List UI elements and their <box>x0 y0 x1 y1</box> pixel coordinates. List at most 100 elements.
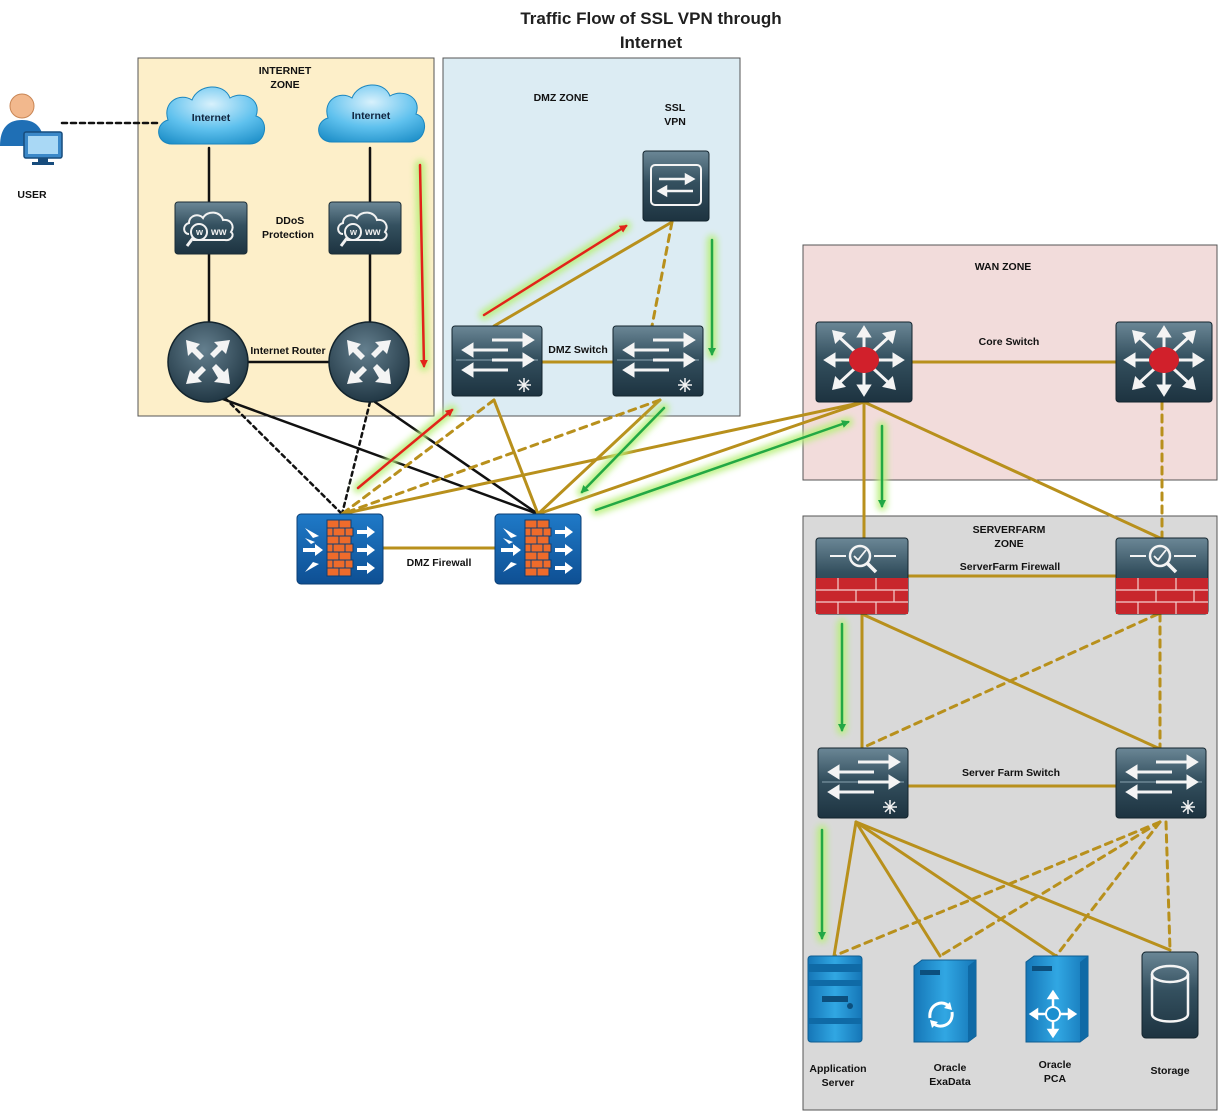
internet-cloud-2-label: Internet <box>352 110 391 122</box>
request-arrow-to-sslvpn <box>482 224 628 317</box>
core-switch-1[interactable] <box>814 320 914 404</box>
link-fw2-core1 <box>536 400 866 516</box>
link-router1-fw2 <box>218 396 540 516</box>
dmz-firewall-label: DMZ Firewall <box>407 557 472 569</box>
link-sfsw1-appserver <box>832 820 858 958</box>
user-with-monitor-icon[interactable] <box>0 93 63 165</box>
internet-cloud-2[interactable] <box>318 84 425 143</box>
firewall-icon <box>494 513 582 585</box>
internet-cloud-1[interactable] <box>158 86 265 145</box>
core-switch-icon <box>1114 320 1214 404</box>
link-router2-fw2 <box>373 400 540 516</box>
serverfarm-firewall-1[interactable] <box>814 536 910 616</box>
ddos-protection-1[interactable] <box>173 200 249 256</box>
link-sslvpn-dmzsw2 <box>650 220 674 328</box>
server-farm-switch-2[interactable] <box>1114 746 1208 820</box>
storage-icon <box>1141 951 1199 1039</box>
firewall-inspection-icon <box>1114 536 1210 616</box>
request-arrow-internet <box>418 163 428 368</box>
oracle-pca-label-line2: PCA <box>1044 1073 1067 1085</box>
core-switch-icon <box>814 320 914 404</box>
application-server-label-line1: Application <box>809 1063 866 1075</box>
user-label: USER <box>17 189 47 201</box>
link-dmzsw1-fw1 <box>340 398 496 516</box>
firewall-inspection-icon <box>814 536 910 616</box>
link-core1-sffw2 <box>862 400 1162 540</box>
serverfarm-firewall-label: ServerFarm Firewall <box>960 561 1060 573</box>
www-cloud-icon <box>173 200 249 256</box>
link-sfsw2-pca <box>1054 820 1162 958</box>
ddos-protection-2[interactable] <box>327 200 403 256</box>
dmz-firewall-2[interactable] <box>494 513 582 585</box>
link-router1-fw1 <box>223 396 344 516</box>
cloud-icon <box>318 84 425 143</box>
link-sfsw1-exadata <box>854 820 942 958</box>
internet-cloud-1-label: Internet <box>192 112 231 124</box>
traffic-flow-layer <box>353 160 887 943</box>
dmz-firewall-1[interactable] <box>296 513 384 585</box>
oracle-exadata-label-line1: Oracle <box>934 1062 967 1074</box>
oracle-exadata-label-line2: ExaData <box>929 1076 971 1088</box>
oracle-pca-icon <box>1025 955 1089 1043</box>
ddos-label-line2: Protection <box>262 229 314 241</box>
internet-router-1[interactable] <box>167 321 249 403</box>
switch-icon <box>1114 746 1208 820</box>
link-dmzsw2-fw2 <box>536 398 662 516</box>
serverfarm-zone-label-line2: ZONE <box>994 538 1023 550</box>
storage-label: Storage <box>1150 1065 1189 1077</box>
router-icon <box>328 321 410 403</box>
link-sffw2-sfsw1 <box>860 612 1160 750</box>
link-sfsw2-storage <box>1164 820 1172 952</box>
link-router2-fw1 <box>340 400 372 516</box>
diagram-title-line1: Traffic Flow of SSL VPN through <box>520 9 781 28</box>
link-sfsw1-pca <box>854 820 1058 958</box>
link-dmzsw2-fw1 <box>340 398 662 516</box>
server-farm-switch-label: Server Farm Switch <box>962 767 1060 779</box>
ssl-vpn-label-line1: SSL <box>665 102 686 114</box>
response-arrow-to-core <box>594 420 850 512</box>
application-server-label-line2: Server <box>822 1077 855 1089</box>
serverfarm-firewall-2[interactable] <box>1114 536 1210 616</box>
www-cloud-icon <box>327 200 403 256</box>
wan-zone-label: WAN ZONE <box>975 261 1032 273</box>
internet-zone-label-line1: INTERNET <box>259 65 312 77</box>
internet-zone-label-line2: ZONE <box>270 79 299 91</box>
oracle-pca-label-line1: Oracle <box>1039 1059 1072 1071</box>
oracle-exadata-icon <box>913 959 977 1043</box>
internet-router-2[interactable] <box>328 321 410 403</box>
core-switch-label: Core Switch <box>979 336 1040 348</box>
cloud-icon <box>158 86 265 145</box>
dmz-switch-1[interactable] <box>450 324 544 398</box>
dmz-zone-label: DMZ ZONE <box>534 92 589 104</box>
switch-icon <box>611 324 705 398</box>
ssl-vpn-appliance[interactable] <box>642 150 710 222</box>
ssl-vpn-icon <box>650 164 702 206</box>
ssl-vpn-label-line2: VPN <box>664 116 686 128</box>
link-dmzsw1-fw2 <box>492 398 540 516</box>
request-arrow-to-dmz <box>356 408 454 490</box>
router-icon <box>167 321 249 403</box>
application-server-icon <box>807 955 863 1043</box>
link-layer <box>60 121 1172 958</box>
firewall-icon <box>296 513 384 585</box>
storage[interactable] <box>1141 951 1199 1039</box>
ddos-label-line1: DDoS <box>276 215 305 227</box>
switch-icon <box>816 746 910 820</box>
switch-icon <box>450 324 544 398</box>
serverfarm-zone-label-line1: SERVERFARM <box>973 524 1046 536</box>
diagram-title-line2: Internet <box>620 33 683 52</box>
link-dmzsw1-sslvpn <box>492 220 674 328</box>
oracle-exadata[interactable] <box>913 959 977 1043</box>
link-sfsw2-appserver <box>832 820 1162 958</box>
internet-router-label: Internet Router <box>250 345 325 357</box>
dmz-switch-2[interactable] <box>611 324 705 398</box>
server-farm-switch-1[interactable] <box>816 746 910 820</box>
application-server[interactable] <box>807 955 863 1043</box>
link-sfsw2-exadata <box>938 820 1162 958</box>
link-fw1-core1 <box>340 400 866 516</box>
core-switch-2[interactable] <box>1114 320 1214 404</box>
response-arrow-to-firewall <box>580 406 666 494</box>
oracle-pca[interactable] <box>1025 955 1089 1043</box>
dmz-switch-label: DMZ Switch <box>548 344 608 356</box>
